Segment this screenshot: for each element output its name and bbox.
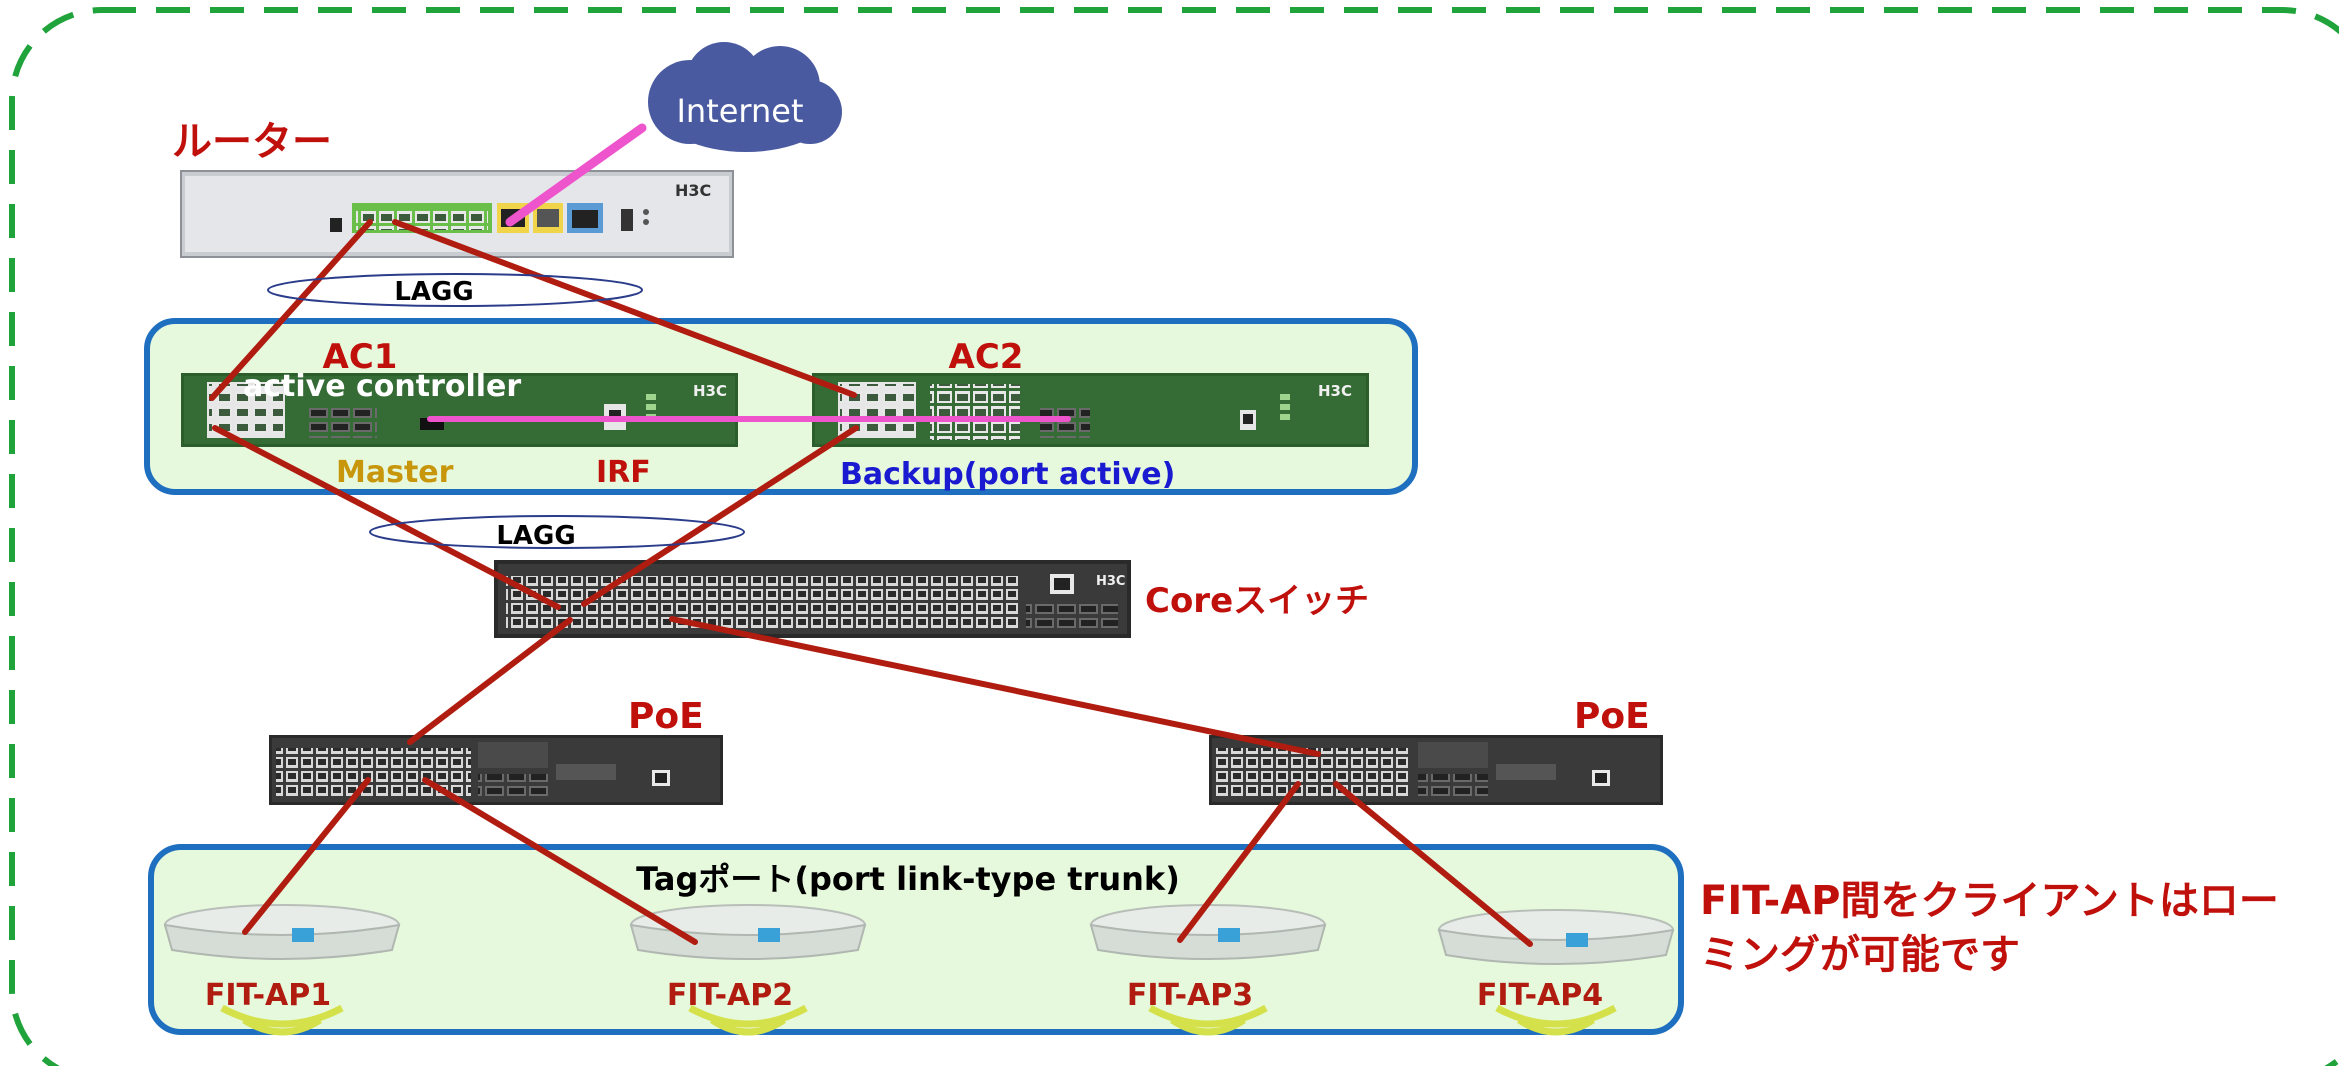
router-logo: H3C [675, 181, 711, 200]
master-label: Master [336, 455, 454, 490]
link-internet-router [505, 123, 647, 227]
ac2-device: H3C [812, 373, 1369, 447]
router-label: ルーター [172, 119, 332, 165]
lagg-top-label: LAGG [394, 277, 473, 307]
backup-label: Backup(port active) [840, 457, 1175, 492]
lagg-mid-ellipse [369, 515, 745, 549]
ac1-label: AC1 [323, 337, 398, 377]
internet-cloud: Internet [648, 42, 842, 152]
poe-left-label: PoE [628, 696, 704, 737]
ap4-label: FIT-AP4 [1477, 978, 1603, 1013]
link-poe-right-ap3 [1177, 781, 1301, 943]
roaming-note-line1: FIT-AP間をクライアントはロー [1700, 878, 2279, 924]
tag-port-label: Tagポート(port link-type trunk) [636, 860, 1180, 898]
ap1-label: FIT-AP1 [205, 978, 331, 1013]
core-logo: H3C [1096, 574, 1125, 589]
link-poe-right-ap4 [1333, 781, 1533, 947]
ap-group-box [148, 844, 1684, 1035]
lagg-mid-label: LAGG [496, 521, 575, 551]
link-router-ac2 [392, 219, 857, 398]
controller-group-box [144, 318, 1418, 495]
ac1-role-label: active controller [243, 369, 521, 404]
lagg-top-ellipse [267, 273, 643, 307]
internet-label: Internet [676, 92, 803, 130]
ap2-device [629, 904, 867, 1036]
poe-switch-left-device [269, 735, 723, 805]
links [209, 123, 1533, 947]
link-core-poe-left [407, 617, 573, 745]
irf-label: IRF [596, 455, 651, 490]
roaming-note-line2: ミングが可能です [1700, 932, 2020, 978]
link-core-poe-right [669, 616, 1321, 757]
link-poe-left-ap1 [242, 777, 371, 935]
ac1-logo: H3C [693, 382, 727, 400]
link-router-ac1 [209, 219, 373, 401]
ac2-logo: H3C [1318, 382, 1352, 400]
poe-right-label: PoE [1574, 696, 1650, 737]
link-ac1-core [212, 425, 561, 610]
ap2-label: FIT-AP2 [667, 978, 793, 1013]
core-switch-label: Coreスイッチ [1145, 581, 1369, 621]
link-ac2-core [581, 425, 859, 607]
ap3-device [1089, 904, 1327, 1036]
ac1-device: H3C [181, 373, 738, 447]
ap1-device [163, 904, 401, 1036]
ap3-label: FIT-AP3 [1127, 978, 1253, 1013]
ac2-label: AC2 [949, 337, 1024, 377]
link-poe-left-ap2 [422, 777, 698, 945]
boundary-dashed-frame [9, 7, 2339, 1066]
